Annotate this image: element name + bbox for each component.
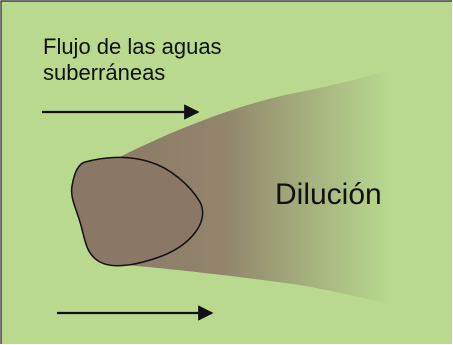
flow-label-line2: suberráneas [43, 60, 165, 85]
dilution-label: Dilución [275, 178, 382, 211]
flow-label-line1: Flujo de las aguas [43, 34, 222, 59]
contamination-source [70, 156, 204, 267]
